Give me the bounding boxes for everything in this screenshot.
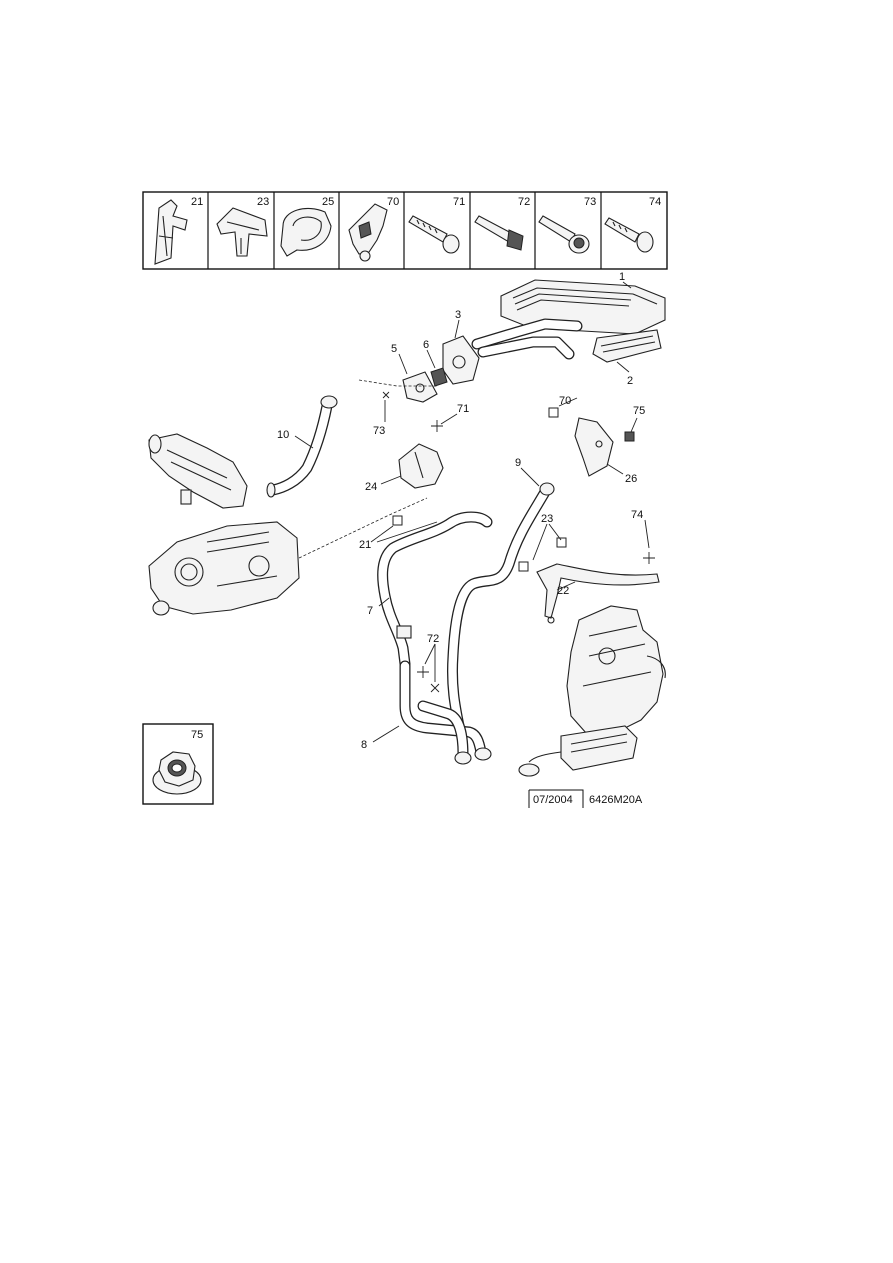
nut-75-marker	[624, 431, 635, 442]
bolt-72-icon	[474, 215, 524, 251]
legend-label-21: 21	[191, 196, 203, 208]
flange-nut-icon	[152, 751, 202, 795]
callout-72: 72	[427, 633, 439, 645]
footer-stamp: 07/2004 6426M20A	[528, 789, 643, 808]
gasket-plate	[402, 371, 438, 403]
hose-8	[399, 660, 492, 765]
bracket-24	[398, 443, 444, 489]
callout-22: 22	[557, 585, 569, 597]
nut-inset-label: 75	[191, 729, 203, 741]
callout-70: 70	[559, 395, 571, 407]
reference-code: 6426M20A	[589, 794, 643, 806]
heater-matrix	[471, 279, 666, 363]
callout-7: 7	[367, 605, 373, 617]
callout-26: 26	[625, 473, 637, 485]
clip-21-icon	[154, 199, 188, 265]
callout-1: 1	[619, 271, 625, 283]
callout-23: 23	[541, 513, 553, 525]
bracket-26	[574, 417, 614, 477]
callout-3: 3	[455, 309, 461, 321]
nut-inset: 75	[142, 723, 214, 805]
hose-10	[266, 395, 338, 498]
hose-9	[446, 482, 555, 732]
callout-5: 5	[391, 343, 397, 355]
legend-label-72: 72	[518, 196, 530, 208]
clip-70-icon	[348, 203, 388, 262]
legend-label-23: 23	[257, 196, 269, 208]
pipe-clip	[430, 367, 448, 387]
callout-2: 2	[627, 375, 633, 387]
callout-6: 6	[423, 339, 429, 351]
flange-bolt-73-icon	[538, 215, 590, 254]
leader-lines	[294, 281, 650, 743]
fastener-markers	[382, 391, 655, 693]
callout-9: 9	[515, 457, 521, 469]
auxiliary-heater	[518, 605, 666, 777]
callout-24: 24	[365, 481, 377, 493]
callout-73: 73	[373, 425, 385, 437]
clamp-25-icon	[280, 208, 332, 257]
callout-10: 10	[277, 429, 289, 441]
hose-7	[377, 511, 493, 670]
legend-label-73: 73	[584, 196, 596, 208]
legend-label-71: 71	[453, 196, 465, 208]
callout-71: 71	[457, 403, 469, 415]
callout-8: 8	[361, 739, 367, 751]
stamp-date: 07/2004	[533, 794, 573, 806]
callout-21: 21	[359, 539, 371, 551]
fastener-legend: 21 23 25 70 71 72 73 74	[142, 191, 668, 270]
legend-label-25: 25	[322, 196, 334, 208]
legend-label-74: 74	[649, 196, 661, 208]
callout-74: 74	[631, 509, 643, 521]
bracket-22	[536, 563, 660, 624]
clip-23-icon	[216, 207, 268, 257]
legend-label-70: 70	[387, 196, 399, 208]
screw-71-icon	[408, 215, 460, 254]
screw-74-icon	[604, 217, 654, 253]
parts-diagram: 21 23 25 70 71 72 73 74	[137, 186, 675, 812]
callout-75: 75	[633, 405, 645, 417]
thermostat-housing	[148, 497, 428, 616]
egr-cooler	[148, 433, 248, 509]
